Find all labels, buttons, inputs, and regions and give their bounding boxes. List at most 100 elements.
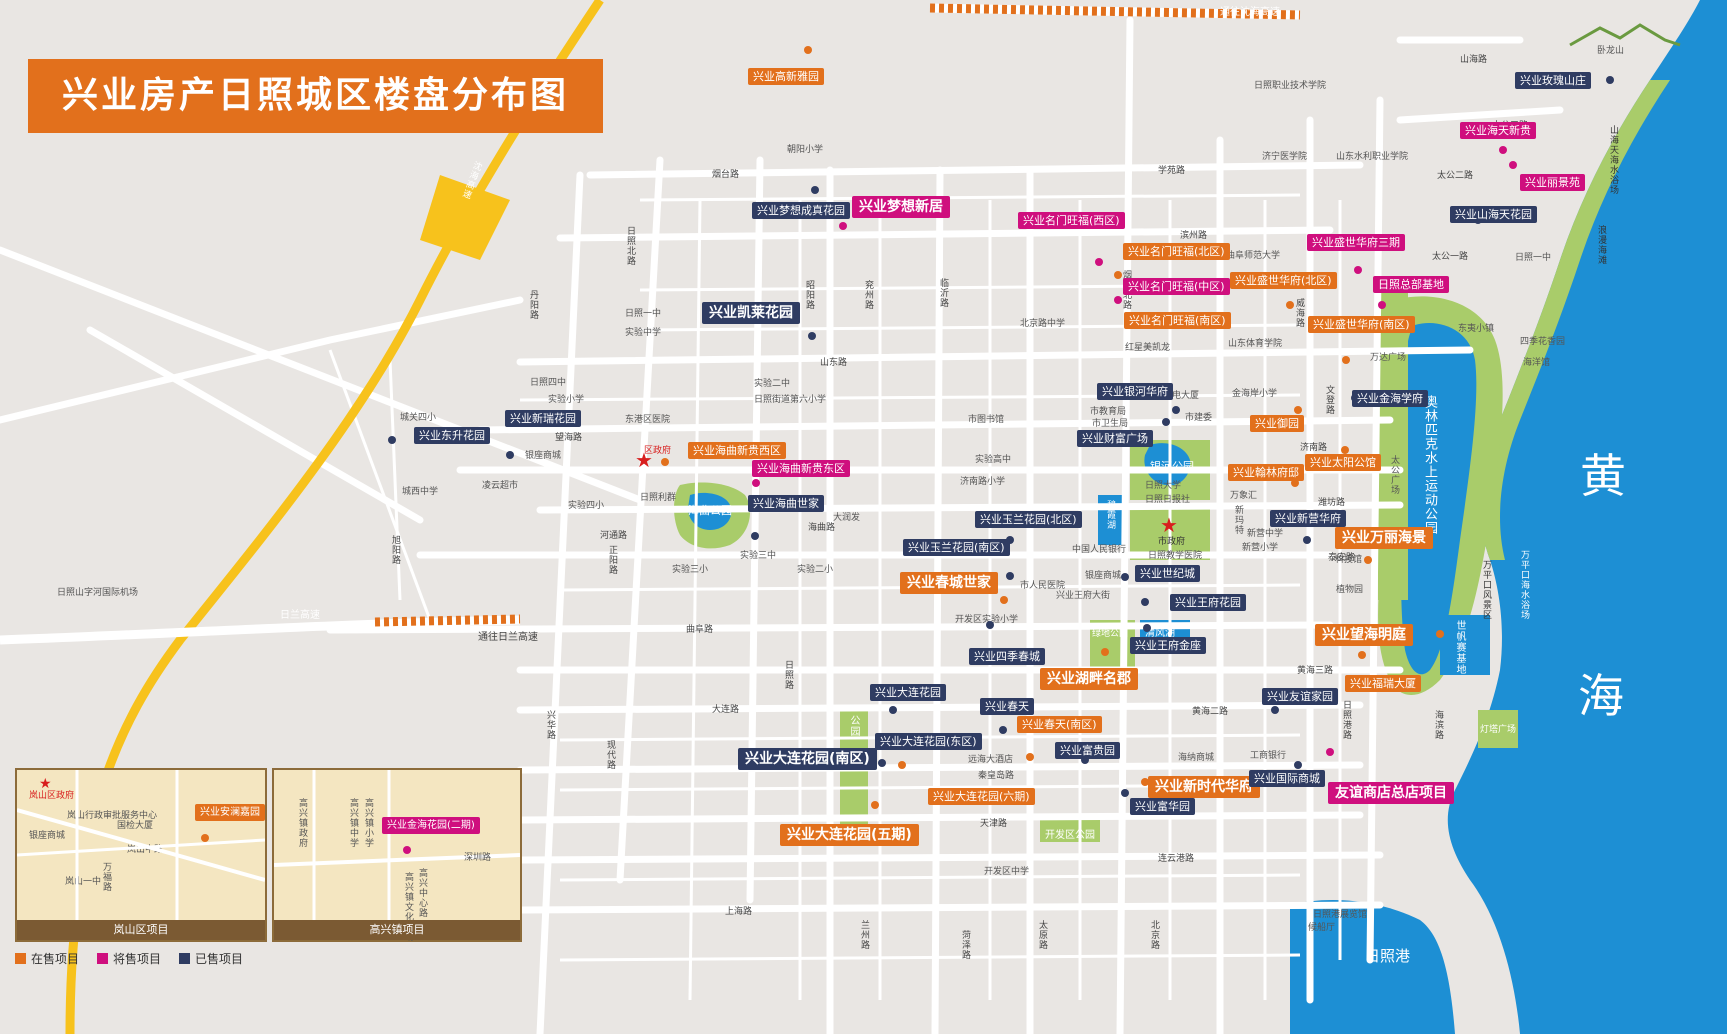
project-dot-yulan_bei[interactable]: [1006, 536, 1014, 544]
project-dot-wanghaimingting[interactable]: [1436, 630, 1444, 638]
project-lijing[interactable]: 兴业丽景苑: [1520, 174, 1585, 191]
project-fugui[interactable]: 兴业富贵园: [1055, 742, 1120, 759]
project-kailai[interactable]: 兴业凯莱花园: [702, 302, 800, 324]
project-dot-kailai[interactable]: [808, 332, 816, 340]
project-dot-yulan_nan[interactable]: [1006, 572, 1014, 580]
inset-lanshan[interactable]: ★ 岚山区政府 岚山行政审批服务中心 银座商城 国检大厦 岚山中路 岚山一中 万…: [15, 768, 267, 942]
project-mingmen_zhong[interactable]: 兴业名门旺福(中区): [1123, 278, 1230, 295]
project-mengxiangchengzhen[interactable]: 兴业梦想成真花园: [752, 202, 850, 219]
project-fuyao[interactable]: 兴业福瑞大厦: [1345, 675, 1421, 692]
project-dot-siji[interactable]: [986, 621, 994, 629]
project-dot-haitian[interactable]: [1499, 146, 1507, 154]
project-dot-dalian_liu[interactable]: [898, 761, 906, 769]
project-dot-youyijiayuan[interactable]: [1271, 706, 1279, 714]
project-dot-dalian[interactable]: [889, 706, 897, 714]
project-jinhaixuefu[interactable]: 兴业金海学府: [1352, 390, 1428, 407]
project-xinying[interactable]: 兴业新营华府: [1270, 510, 1346, 527]
project-haiqu_dong[interactable]: 兴业海曲新贵东区: [752, 460, 850, 477]
project-dot-shiji[interactable]: [1121, 573, 1129, 581]
project-wangfu[interactable]: 兴业王府花园: [1170, 594, 1246, 611]
project-wanli[interactable]: 兴业万丽海景: [1335, 527, 1433, 549]
project-guoji[interactable]: 兴业国际商城: [1249, 770, 1325, 787]
project-dot-shengshi_bei[interactable]: [1286, 301, 1294, 309]
project-dalian[interactable]: 兴业大连花园: [870, 684, 946, 701]
project-dongsheng[interactable]: 兴业东升花园: [414, 427, 490, 444]
project-chuncheng[interactable]: 兴业春城世家: [900, 572, 998, 594]
project-shengshi_bei[interactable]: 兴业盛世华府(北区): [1230, 272, 1337, 289]
project-dot-shengshi_nan[interactable]: [1342, 356, 1350, 364]
project-hanlin[interactable]: 兴业翰林府邸: [1228, 464, 1304, 481]
project-dalian_nan[interactable]: 兴业大连花园(南区): [738, 748, 877, 770]
project-dalian_liu[interactable]: 兴业大连花园(六期): [928, 788, 1035, 805]
project-shengshi_san[interactable]: 兴业盛世华府三期: [1307, 234, 1405, 251]
project-haiqu_xi[interactable]: 兴业海曲新贵西区: [688, 442, 786, 459]
project-dot-mingmen_bei[interactable]: [1114, 271, 1122, 279]
project-dot-meigui[interactable]: [1606, 76, 1614, 84]
project-mingmen_nan[interactable]: 兴业名门旺福(南区): [1124, 312, 1231, 329]
project-dot-fuhua[interactable]: [1121, 789, 1129, 797]
project-dot-wangfujinzuo[interactable]: [1143, 624, 1151, 632]
project-dot-fuyao[interactable]: [1358, 651, 1366, 659]
project-dot-zongbu[interactable]: [1378, 301, 1386, 309]
inset-gaoxing[interactable]: 高兴镇政府 高兴镇中学 高兴镇小学 高兴镇文化广场 高兴中心路 深圳路 兴业金海…: [272, 768, 522, 942]
project-gaoxinya[interactable]: 兴业高新雅园: [748, 68, 824, 85]
project-xinshidai[interactable]: 兴业新时代华府: [1148, 776, 1260, 798]
project-dot-youyi[interactable]: [1326, 748, 1334, 756]
project-dot-dalian_wu[interactable]: [871, 801, 879, 809]
project-dot-chuntian_nan[interactable]: [1026, 753, 1034, 761]
project-anlan[interactable]: 兴业安澜嘉园: [195, 804, 265, 821]
project-yuyuan[interactable]: 兴业御园: [1250, 415, 1304, 432]
project-meigui[interactable]: 兴业玫瑰山庄: [1515, 72, 1591, 89]
project-dot-xinshidai[interactable]: [1141, 778, 1149, 786]
project-dot-haiqushijia[interactable]: [751, 532, 759, 540]
project-dot-lijing[interactable]: [1509, 161, 1517, 169]
project-mingmen_bei[interactable]: 兴业名门旺福(北区): [1123, 243, 1230, 260]
project-dot-gaoxinya[interactable]: [804, 46, 812, 54]
project-dot-wanli[interactable]: [1364, 556, 1372, 564]
project-jinhai[interactable]: 兴业金海花园(二期): [382, 817, 480, 834]
project-dot-hanlin[interactable]: [1291, 479, 1299, 487]
project-dot-haiqu_dong[interactable]: [752, 479, 760, 487]
project-dot-caifu[interactable]: [1162, 418, 1170, 426]
project-dot-chuntian[interactable]: [999, 726, 1007, 734]
project-dot-mengxiangchengzhen[interactable]: [811, 186, 819, 194]
project-mingmen_xi[interactable]: 兴业名门旺福(西区): [1018, 212, 1125, 229]
anlan-dot[interactable]: [201, 834, 209, 842]
project-dot-mingmen_xi[interactable]: [1095, 258, 1103, 266]
project-caifu[interactable]: 兴业财富广场: [1077, 430, 1153, 447]
project-taiyang[interactable]: 兴业太阳公馆: [1305, 454, 1381, 471]
project-haiqushijia[interactable]: 兴业海曲世家: [748, 495, 824, 512]
project-dot-mingmen_zhong[interactable]: [1114, 296, 1122, 304]
project-haitian[interactable]: 兴业海天新贵: [1460, 122, 1536, 139]
project-dalian_dong[interactable]: 兴业大连花园(东区): [875, 733, 982, 750]
project-mengxiangxinju[interactable]: 兴业梦想新居: [852, 196, 950, 218]
project-shengshi_nan[interactable]: 兴业盛世华府(南区): [1308, 316, 1415, 333]
project-chuntian[interactable]: 兴业春天: [980, 698, 1034, 715]
project-zongbu[interactable]: 日照总部基地: [1373, 276, 1449, 293]
project-dot-xinying[interactable]: [1303, 536, 1311, 544]
project-dot-dalian_nan[interactable]: [878, 759, 886, 767]
project-dot-shengshi_san[interactable]: [1354, 266, 1362, 274]
project-yulan_bei[interactable]: 兴业玉兰花园(北区): [975, 511, 1082, 528]
project-dalian_wu[interactable]: 兴业大连花园(五期): [780, 824, 919, 846]
project-siji[interactable]: 兴业四季春城: [969, 648, 1045, 665]
project-dot-yinhe[interactable]: [1172, 406, 1180, 414]
jinhai-dot[interactable]: [403, 846, 411, 854]
project-shanhai[interactable]: 兴业山海天花园: [1450, 206, 1537, 223]
project-xinrui[interactable]: 兴业新瑞花园: [505, 410, 581, 427]
project-dot-wangfu[interactable]: [1141, 598, 1149, 606]
project-dot-taiyang[interactable]: [1341, 446, 1349, 454]
project-wanghaimingting[interactable]: 兴业望海明庭: [1315, 624, 1413, 646]
project-dot-dongsheng[interactable]: [388, 436, 396, 444]
project-chuntian_nan[interactable]: 兴业春天(南区): [1017, 716, 1102, 733]
project-dot-fugui[interactable]: [1081, 756, 1089, 764]
project-dot-haiqu_xi[interactable]: [661, 458, 669, 466]
project-youyijiayuan[interactable]: 兴业友谊家园: [1262, 688, 1338, 705]
project-youyi[interactable]: 友谊商店总店项目: [1328, 782, 1454, 804]
project-dot-chuncheng[interactable]: [1000, 596, 1008, 604]
project-yinhe[interactable]: 兴业银河华府: [1097, 383, 1173, 400]
project-hupan[interactable]: 兴业湖畔名郡: [1040, 668, 1138, 690]
project-dot-hupan[interactable]: [1101, 648, 1109, 656]
project-dot-yuyuan[interactable]: [1294, 406, 1302, 414]
